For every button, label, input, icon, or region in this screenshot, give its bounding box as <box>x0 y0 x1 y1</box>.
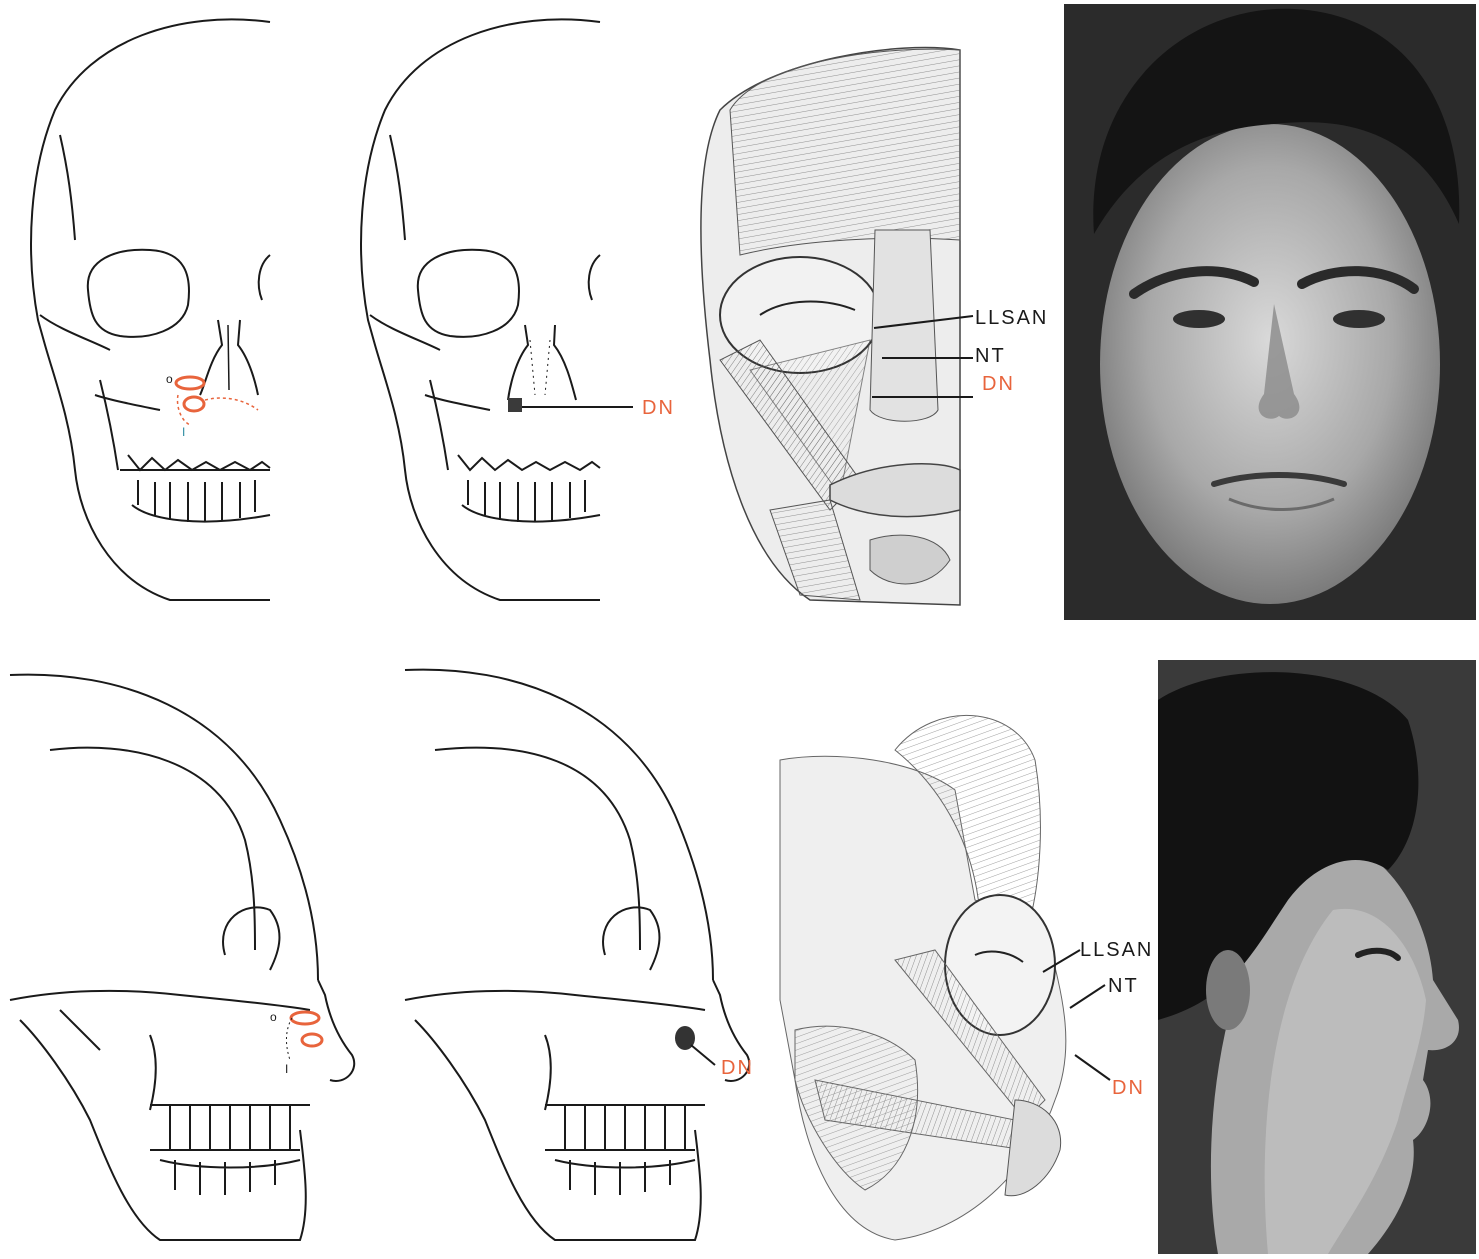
dn-label-lateral-muscles: DN <box>1112 1078 1145 1098</box>
llsan-label-frontal: LLSAN <box>975 308 1048 328</box>
frontal-skull-dn-drawing <box>330 0 700 620</box>
nt-label-frontal: NT <box>975 346 1006 366</box>
origin-mark-lateral: o <box>270 1010 277 1024</box>
dn-label-frontal-muscles: DN <box>982 374 1015 394</box>
lateral-skull-origin-insertion: o I <box>0 650 380 1254</box>
nt-label-lateral: NT <box>1108 976 1139 996</box>
origin-mark: o <box>166 372 173 386</box>
insertion-mark: I <box>182 425 185 439</box>
nt-leader-line-lateral <box>1070 985 1105 1008</box>
frontal-skull-dn: DN <box>330 0 700 620</box>
lateral-skull-drawing <box>0 650 380 1254</box>
lateral-skull-dn-drawing <box>395 650 775 1254</box>
frontal-muscles: LLSAN NT DN <box>690 40 1070 620</box>
dn-origin-mark <box>508 398 522 412</box>
frontal-muscles-drawing <box>690 40 1070 620</box>
dn-label-frontal-skull: DN <box>642 398 675 418</box>
profile-face-photo <box>1158 660 1476 1254</box>
lateral-muscles: LLSAN NT DN <box>775 700 1165 1250</box>
frontal-face-photo <box>1064 4 1476 620</box>
frontal-skull-origin-insertion: o I <box>0 0 300 620</box>
lateral-muscles-drawing <box>775 700 1165 1250</box>
insertion-mark-lateral: I <box>285 1062 288 1076</box>
lateral-skull-dn: DN <box>395 650 775 1254</box>
dn-leader-line-lateral-muscles <box>1075 1055 1110 1080</box>
frontal-skull-drawing <box>0 0 300 620</box>
dn-label-lateral-skull: DN <box>721 1058 754 1078</box>
llsan-label-lateral: LLSAN <box>1080 940 1153 960</box>
profile-face-photo-image <box>1158 660 1476 1254</box>
dn-leader-line-lateral <box>691 1045 715 1065</box>
frontal-face-photo-image <box>1064 4 1476 620</box>
